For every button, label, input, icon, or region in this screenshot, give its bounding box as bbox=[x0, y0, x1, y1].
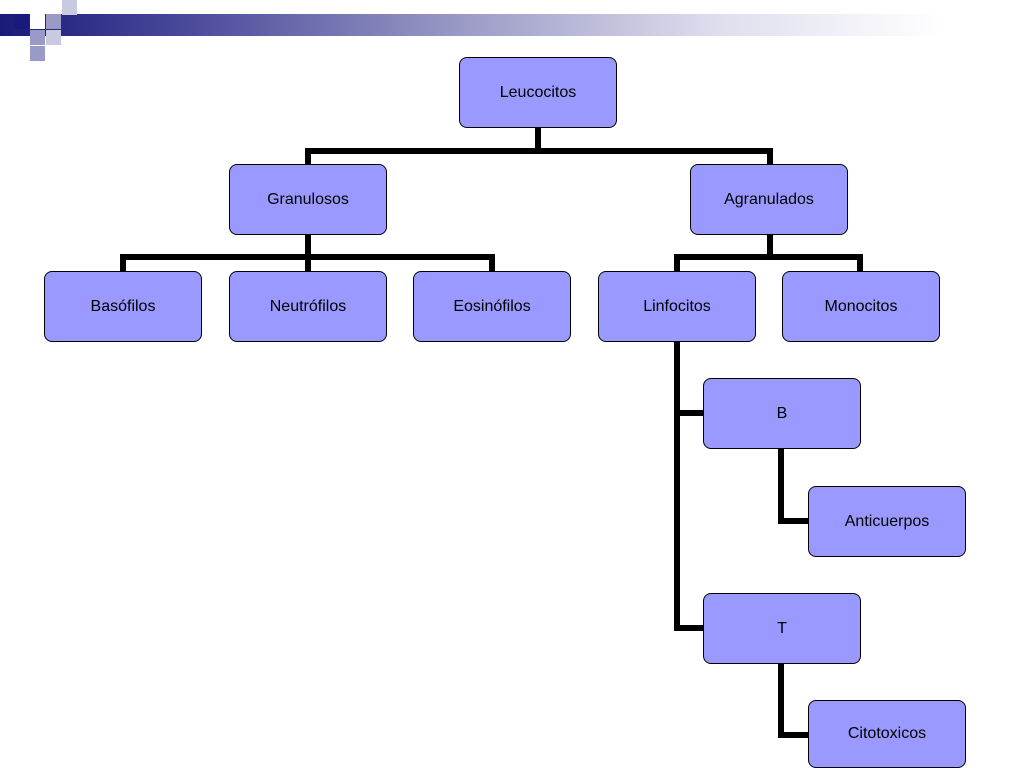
node-label: Eosinófilos bbox=[453, 297, 531, 315]
node-label: Linfocitos bbox=[643, 297, 711, 315]
node-eosinofilos: Eosinófilos bbox=[413, 271, 571, 342]
node-t: T bbox=[703, 593, 861, 664]
node-label: Monocitos bbox=[824, 297, 898, 315]
node-granulosos: Granulosos bbox=[229, 164, 387, 235]
node-neutrofilos: Neutrófilos bbox=[229, 271, 387, 342]
node-label: Granulosos bbox=[267, 190, 349, 208]
node-citotoxicos: Citotoxicos bbox=[808, 700, 966, 768]
node-label: Neutrófilos bbox=[269, 297, 347, 315]
node-label: Leucocitos bbox=[499, 83, 577, 101]
node-agranulados: Agranulados bbox=[690, 164, 848, 235]
node-label: Anticuerpos bbox=[844, 512, 930, 530]
deco-square-5 bbox=[30, 30, 45, 45]
node-leucocitos: Leucocitos bbox=[459, 57, 617, 128]
node-b: B bbox=[703, 378, 861, 449]
deco-square-7 bbox=[30, 46, 45, 61]
node-label: Agranulados bbox=[724, 190, 814, 208]
node-basofilos: Basófilos bbox=[44, 271, 202, 342]
deco-square-4 bbox=[62, 0, 77, 15]
deco-square-6 bbox=[46, 30, 61, 45]
node-label: T bbox=[777, 619, 787, 637]
node-label: Basófilos bbox=[90, 297, 156, 315]
node-label: Citotoxicos bbox=[847, 725, 927, 742]
deco-square-1 bbox=[14, 14, 29, 29]
deco-square-3 bbox=[46, 14, 61, 29]
node-label: B bbox=[776, 404, 788, 422]
deco-square-2 bbox=[30, 14, 45, 29]
node-linfocitos: Linfocitos bbox=[598, 271, 756, 342]
node-anticuerpos: Anticuerpos bbox=[808, 486, 966, 557]
header-gradient-bar bbox=[0, 14, 1024, 36]
node-monocitos: Monocitos bbox=[782, 271, 940, 342]
